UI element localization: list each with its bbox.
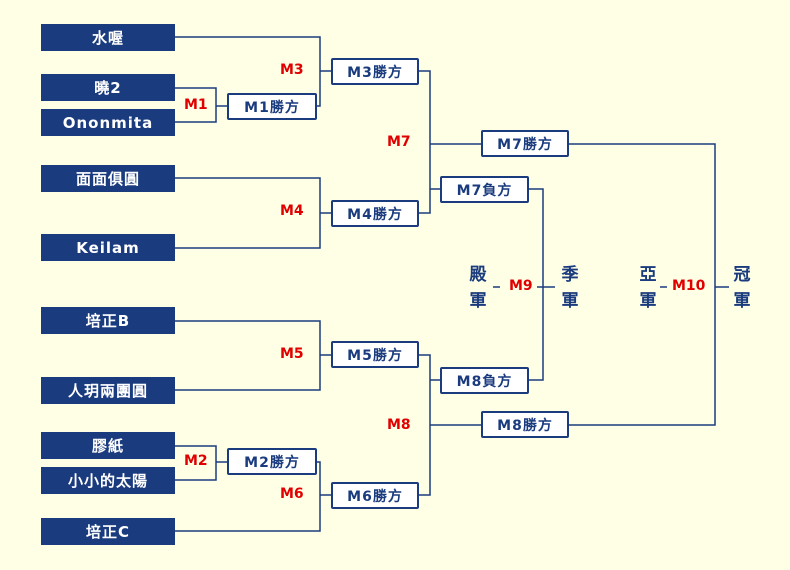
- m2-connector: [175, 445, 227, 481]
- team-slot: 培正C: [41, 518, 175, 545]
- m8-connector: [419, 354, 481, 496]
- team-slot: 面面俱圓: [41, 165, 175, 192]
- match-label-m9: M9: [509, 278, 533, 294]
- m6-connector: [175, 461, 331, 532]
- fourth-place-char-2: 軍: [469, 291, 487, 311]
- m7-winner-box: M7勝方: [481, 130, 569, 157]
- m2-winner-box: M2勝方: [227, 448, 317, 475]
- m7-loser-box: M7負方: [440, 176, 529, 203]
- match-label-m3: M3: [280, 62, 304, 78]
- team-slot: 水喔: [41, 24, 175, 51]
- match-label-m1: M1: [184, 97, 208, 113]
- m3-connector: [175, 36, 331, 107]
- m4-connector: [175, 177, 331, 249]
- second-place-char-1: 亞: [639, 265, 657, 285]
- champion-char-1: 冠: [733, 265, 751, 285]
- m10-connector: [569, 143, 729, 426]
- champion-char-2: 軍: [733, 291, 751, 311]
- third-place-label: 季 軍: [559, 262, 581, 314]
- m1-winner-box: M1勝方: [227, 93, 317, 120]
- match-label-m7: M7: [387, 134, 411, 150]
- team-slot: 培正B: [41, 307, 175, 334]
- m5-connector: [175, 320, 331, 391]
- team-slot: 膠紙: [41, 432, 175, 459]
- second-place-char-2: 軍: [639, 291, 657, 311]
- champion-label: 冠 軍: [731, 262, 753, 314]
- fourth-place-label: 殿 軍: [467, 262, 489, 314]
- match-label-m2: M2: [184, 453, 208, 469]
- team-slot: Keilam: [41, 234, 175, 261]
- m4-winner-box: M4勝方: [331, 200, 419, 227]
- m1-connector: [175, 87, 227, 123]
- m5-winner-box: M5勝方: [331, 341, 419, 368]
- m9-connector: [493, 188, 555, 381]
- match-label-m10: M10: [672, 278, 706, 294]
- m8-winner-box: M8勝方: [481, 411, 569, 438]
- m8-loser-box: M8負方: [440, 367, 529, 394]
- match-label-m5: M5: [280, 346, 304, 362]
- match-label-m6: M6: [280, 486, 304, 502]
- third-place-char-1: 季: [561, 265, 579, 285]
- team-slot: 曉2: [41, 74, 175, 101]
- m6-winner-box: M6勝方: [331, 482, 419, 509]
- match-label-m8: M8: [387, 417, 411, 433]
- third-place-char-2: 軍: [561, 291, 579, 311]
- team-slot: 小小的太陽: [41, 467, 175, 494]
- m3-winner-box: M3勝方: [331, 58, 419, 85]
- m7-connector: [419, 70, 481, 214]
- match-label-m4: M4: [280, 203, 304, 219]
- team-slot: Ononmita: [41, 109, 175, 136]
- fourth-place-char-1: 殿: [469, 265, 487, 285]
- team-slot: 人玥兩團圓: [41, 377, 175, 404]
- second-place-label: 亞 軍: [637, 262, 659, 314]
